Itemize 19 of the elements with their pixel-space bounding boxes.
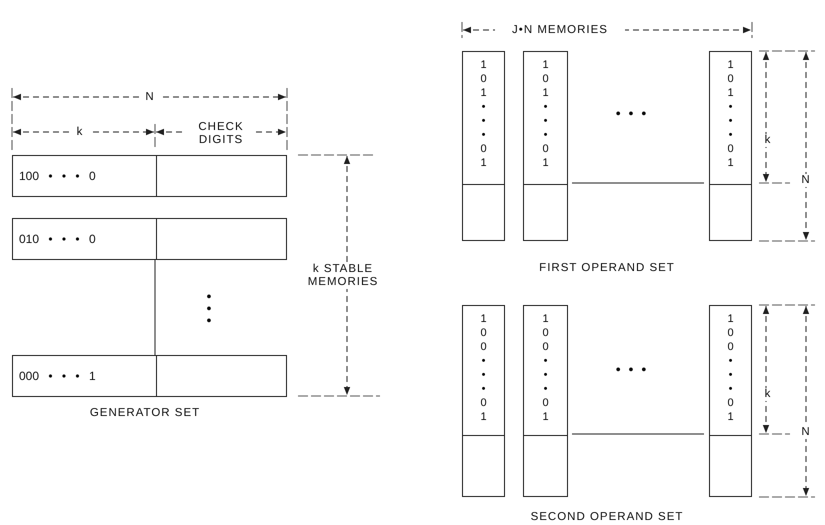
dimension-label: J•N MEMORIES [495, 24, 625, 36]
memory-column-box [462, 51, 505, 241]
memory-column-box [709, 305, 752, 497]
memory-column-box [709, 51, 752, 241]
bit-pattern: 1 0 0 • • • 0 1 [541, 312, 550, 424]
bit-pattern: 000 • • • 1 [19, 369, 96, 383]
bit-pattern: 100 • • • 0 [19, 169, 96, 183]
bit-pattern: 1 0 1 • • • 0 1 [541, 58, 550, 170]
memory-column-box [523, 305, 568, 497]
bit-pattern: 010 • • • 0 [19, 232, 96, 246]
bit-pattern: 1 0 1 • • • 0 1 [479, 58, 488, 170]
memory-word-box [12, 355, 287, 397]
bit-pattern: 1 0 1 • • • 0 1 [726, 58, 735, 170]
memory-word-box [12, 155, 287, 197]
memory-word-box [12, 218, 287, 260]
bit-pattern: 1 0 0 • • • 0 1 [726, 312, 735, 424]
memory-column-box [462, 305, 505, 497]
memory-column-box [523, 51, 568, 241]
bit-pattern: 1 0 0 • • • 0 1 [479, 312, 488, 424]
